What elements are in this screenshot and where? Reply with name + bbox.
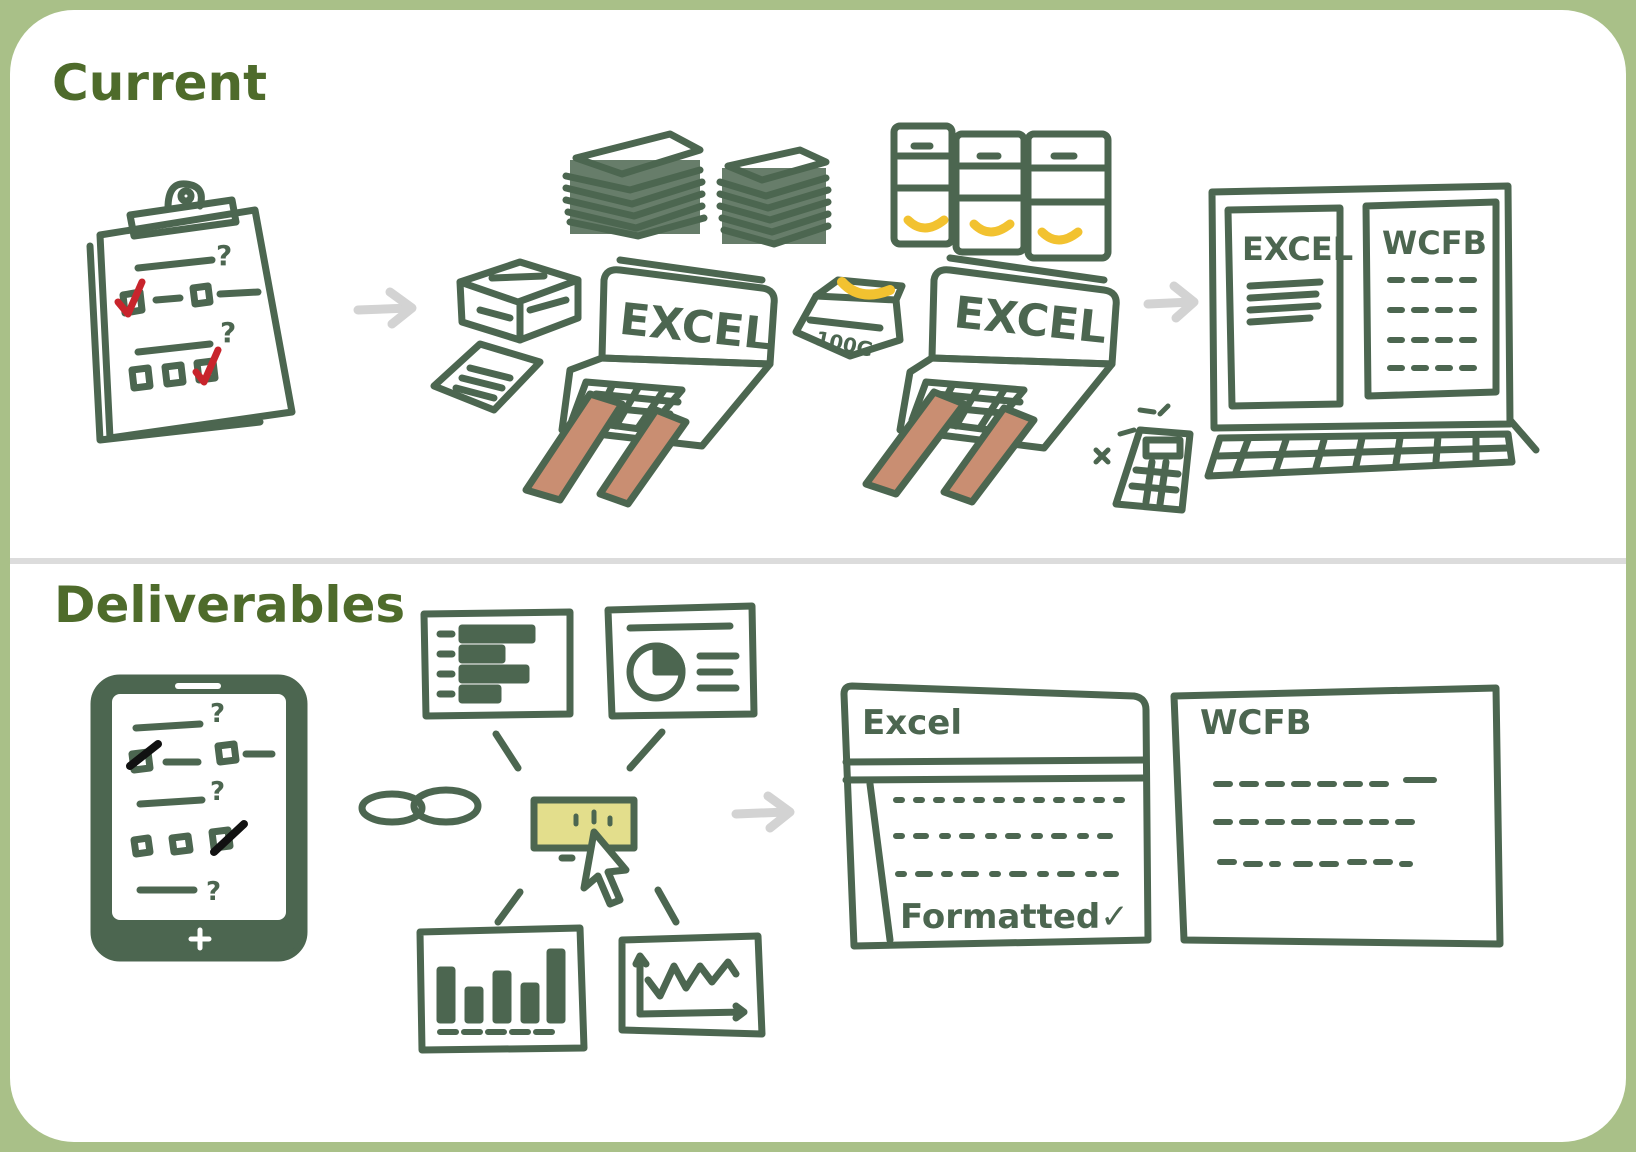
calculator-icon — [1093, 403, 1194, 514]
red-check-icon — [114, 278, 146, 318]
scale-icon — [792, 276, 906, 360]
section-title-deliverables: Deliverables — [54, 576, 406, 634]
excel-panel — [840, 682, 1152, 950]
link-icon — [358, 786, 482, 826]
button-cursor-icon — [530, 796, 638, 908]
section-divider — [10, 558, 1626, 564]
arrow-right-icon — [1143, 281, 1199, 323]
formatted-label: Formatted✓ — [900, 897, 1129, 937]
laptop-screen-label: EXCEL — [617, 294, 774, 361]
sketch-illustration: ? ? — [86, 122, 1540, 1054]
line-chart-icon — [618, 932, 766, 1038]
ray-lines — [492, 728, 680, 926]
wcfb-panel-title: WCFB — [1200, 703, 1312, 743]
paper-stack-icon — [562, 130, 708, 240]
question-mark-icon: ? — [220, 316, 236, 349]
question-mark-icon: ? — [206, 877, 221, 907]
tablet-checklist-icon — [90, 674, 308, 962]
red-check-icon — [192, 346, 222, 386]
document-icon — [430, 340, 544, 414]
typing-hands-icon — [862, 388, 1038, 506]
arrow-right-icon — [731, 791, 795, 833]
file-box-icon — [456, 258, 582, 344]
question-mark-icon: ? — [216, 239, 232, 272]
illustration-card: Current Deliverables ? ? — [10, 10, 1626, 1142]
wcfb-panel — [1170, 684, 1504, 948]
monitor-pane-label: EXCEL — [1242, 230, 1353, 268]
monitor-pane-label: WCFB — [1382, 224, 1487, 262]
desktop-monitor-icon — [1204, 182, 1540, 480]
laptop-screen-label: EXCEL — [952, 287, 1109, 354]
banana-icon — [837, 277, 895, 300]
report-icon — [420, 608, 574, 720]
bar-chart-icon — [416, 924, 588, 1054]
clipboard-checklist-icon — [86, 180, 296, 444]
arrow-right-icon — [353, 287, 417, 329]
section-title-current: Current — [52, 54, 268, 112]
pie-chart-icon — [604, 602, 758, 720]
banana-icon — [903, 215, 1083, 245]
question-mark-icon: ? — [210, 699, 225, 729]
question-mark-icon: ? — [210, 777, 225, 807]
file-box-icon — [890, 122, 1112, 262]
excel-panel-title: Excel — [862, 703, 962, 743]
typing-hands-icon — [522, 390, 690, 508]
paper-stack-icon — [716, 146, 832, 248]
